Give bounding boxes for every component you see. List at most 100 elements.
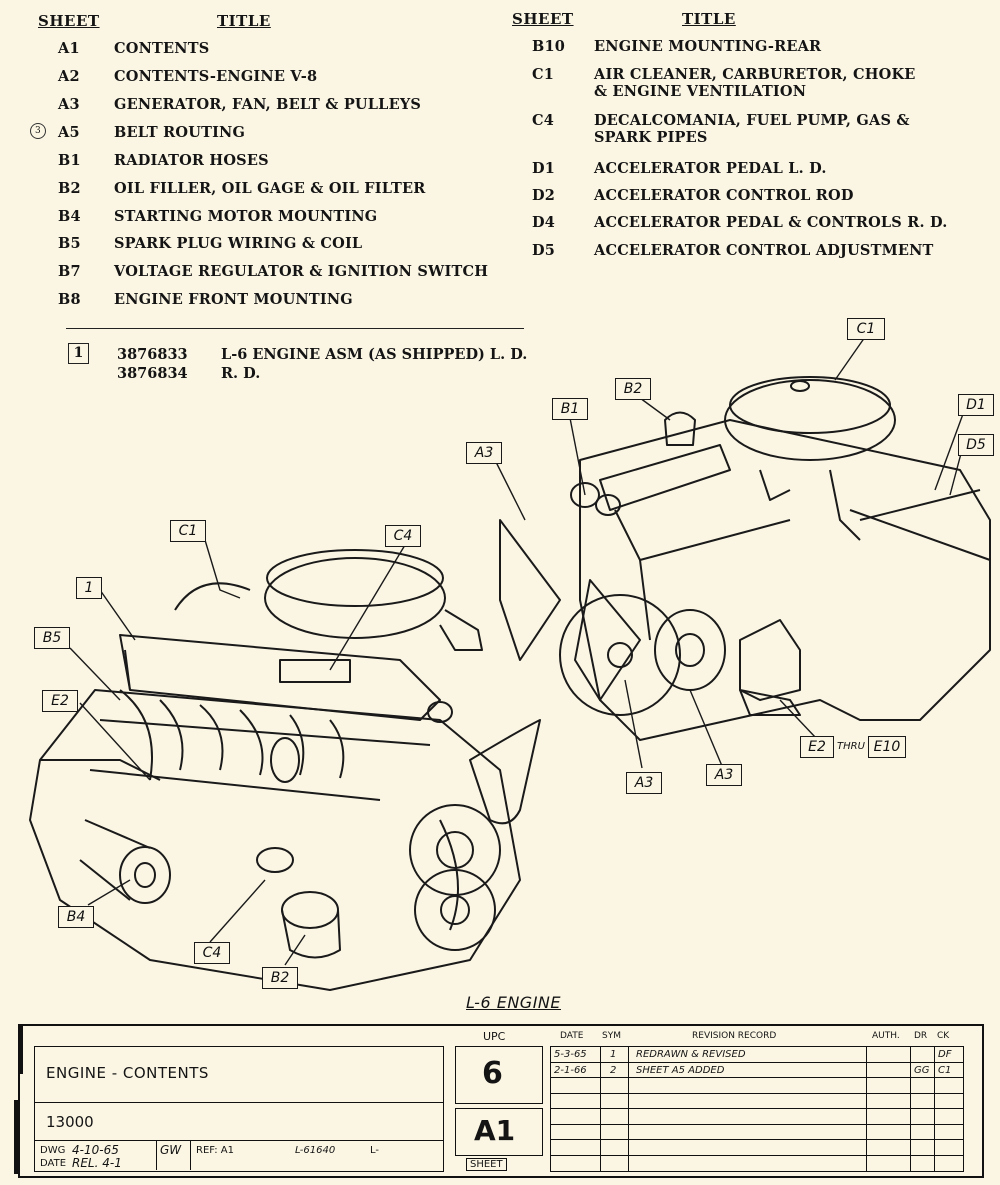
rev-row-line: [550, 1123, 964, 1125]
sheet-title: OIL FILLER, OIL GAGE & OIL FILTER: [114, 180, 426, 197]
divider-line: [66, 328, 524, 329]
rev-row-line: [550, 1154, 964, 1156]
release-date: REL. 4-1: [72, 1156, 122, 1170]
callout-d1-right: D1: [958, 394, 994, 416]
rev-col-line: [910, 1046, 911, 1172]
upc-label: UPC: [483, 1030, 506, 1043]
rev-record: SHEET A5 ADDED: [636, 1064, 725, 1076]
part-description-1: L-6 ENGINE ASM (AS SHIPPED) L. D.: [221, 346, 528, 363]
rev-col-line: [600, 1046, 601, 1172]
sheet-code: B10: [532, 38, 566, 55]
rev-ck-header: CK: [937, 1031, 950, 1041]
sheet-title: GENERATOR, FAN, BELT & PULLEYS: [114, 96, 422, 113]
ref-number: L-61640: [295, 1145, 336, 1156]
upc-box: [455, 1046, 543, 1104]
dwg-initials: GW: [160, 1143, 182, 1157]
sheet-title: BELT ROUTING: [114, 124, 246, 141]
sheet-label: SHEET: [466, 1158, 507, 1171]
sheet-code: C4: [532, 112, 555, 129]
callout-b2-right: B2: [615, 378, 651, 400]
info-sep-1: [156, 1140, 157, 1170]
callout-b4-left: B4: [58, 906, 94, 928]
sheet-code: D1: [532, 160, 556, 177]
rev-row-line: [550, 1108, 964, 1109]
sheet-title-line2: SPARK PIPES: [594, 129, 708, 146]
rev-dr: GG: [914, 1064, 930, 1076]
revision-grid: [550, 1046, 964, 1172]
sheet-title: ENGINE FRONT MOUNTING: [114, 291, 353, 308]
edge-mark: [18, 1024, 23, 1074]
rev-col-line: [628, 1046, 629, 1172]
dwg-label: DWG: [40, 1145, 66, 1156]
rev-date: 5-3-65: [554, 1049, 587, 1060]
drawing-name: ENGINE - CONTENTS: [46, 1064, 209, 1082]
sheet-title-line2: & ENGINE VENTILATION: [594, 83, 807, 100]
callout-a3-right-lower-2: A3: [706, 764, 742, 786]
ref-label: REF: A1: [196, 1145, 234, 1156]
rev-row-line: [550, 1139, 964, 1140]
rev-auth-header: AUTH.: [872, 1031, 900, 1041]
l-mark: L-: [370, 1145, 380, 1156]
rev-ck: C1: [938, 1064, 952, 1076]
rev-sym: 1: [610, 1049, 617, 1060]
sheet-title: ENGINE MOUNTING-REAR: [594, 38, 822, 55]
callout-c4-left: C4: [385, 525, 421, 547]
sheet-code: D5: [532, 242, 556, 259]
info-divider: [34, 1102, 444, 1103]
sheet-title: DECALCOMANIA, FUEL PUMP, GAS &: [594, 112, 910, 129]
sheet-code: B8: [58, 291, 81, 308]
sheet-code: A1: [58, 40, 80, 57]
sheet-code: B7: [58, 263, 81, 280]
thru-label: THRU: [837, 741, 865, 752]
rev-col-line: [866, 1046, 867, 1172]
dwg-date: 4-10-65: [72, 1143, 119, 1157]
callout-e10-right: E10: [868, 736, 906, 758]
callout-b2-left: B2: [262, 967, 298, 989]
sheet-code: B2: [58, 180, 81, 197]
sheet-code: B5: [58, 235, 81, 252]
part-description-2: R. D.: [221, 365, 261, 382]
rev-dr-header: DR: [914, 1031, 928, 1041]
sheet-code: A2: [58, 68, 80, 85]
callout-b1-right: B1: [552, 398, 588, 420]
sheet-column-header: SHEET: [38, 12, 100, 30]
callout-e2-right: E2: [800, 736, 834, 758]
callout-b5-left: B5: [34, 627, 70, 649]
callout-d5-right: D5: [958, 434, 994, 456]
sheet-code: A5: [58, 124, 80, 141]
callout-e2-left: E2: [42, 690, 78, 712]
callout-c1-right: C1: [847, 318, 885, 340]
sheet-code: B4: [58, 208, 81, 225]
item-number-box: 1: [68, 343, 89, 364]
sheet-code: B1: [58, 152, 81, 169]
sheet-value: A1: [474, 1114, 516, 1147]
sheet-code: D4: [532, 214, 556, 231]
rev-record: REDRAWN & REVISED: [636, 1049, 746, 1060]
sheet-column-header-right: SHEET: [512, 10, 574, 28]
rev-ck: DF: [938, 1049, 952, 1060]
info-sep-2: [190, 1140, 191, 1170]
sheet-title: ACCELERATOR PEDAL & CONTROLS R. D.: [594, 214, 948, 231]
callout-c1-left: C1: [170, 520, 206, 542]
callout-c4-left-lower: C4: [194, 942, 230, 964]
sheet-title: ACCELERATOR PEDAL L. D.: [594, 160, 827, 177]
sheet-title: VOLTAGE REGULATOR & IGNITION SWITCH: [114, 263, 489, 280]
sheet-code: A3: [58, 96, 80, 113]
rev-record-header: REVISION RECORD: [692, 1031, 777, 1041]
drawing-info-box: [34, 1046, 444, 1172]
part-number-2: 3876834: [117, 365, 188, 382]
rev-row-line: [550, 1061, 964, 1063]
right-engine-drawing: [499, 376, 991, 741]
sheet-title: AIR CLEANER, CARBURETOR, CHOKE: [594, 66, 916, 83]
title-column-header-right: TITLE: [682, 10, 736, 28]
edge-mark-lower: [14, 1100, 19, 1174]
sheet-title: SPARK PLUG WIRING & COIL: [114, 235, 363, 252]
rev-col-line: [934, 1046, 935, 1172]
info-divider-2: [34, 1140, 444, 1141]
title-block: [18, 1024, 984, 1178]
rev-sym: 2: [610, 1064, 617, 1076]
rev-date: 2-1-66: [554, 1064, 587, 1076]
sheet-box: [455, 1108, 543, 1156]
sheet-code: D2: [532, 187, 556, 204]
revision-mark: 3: [30, 123, 46, 139]
